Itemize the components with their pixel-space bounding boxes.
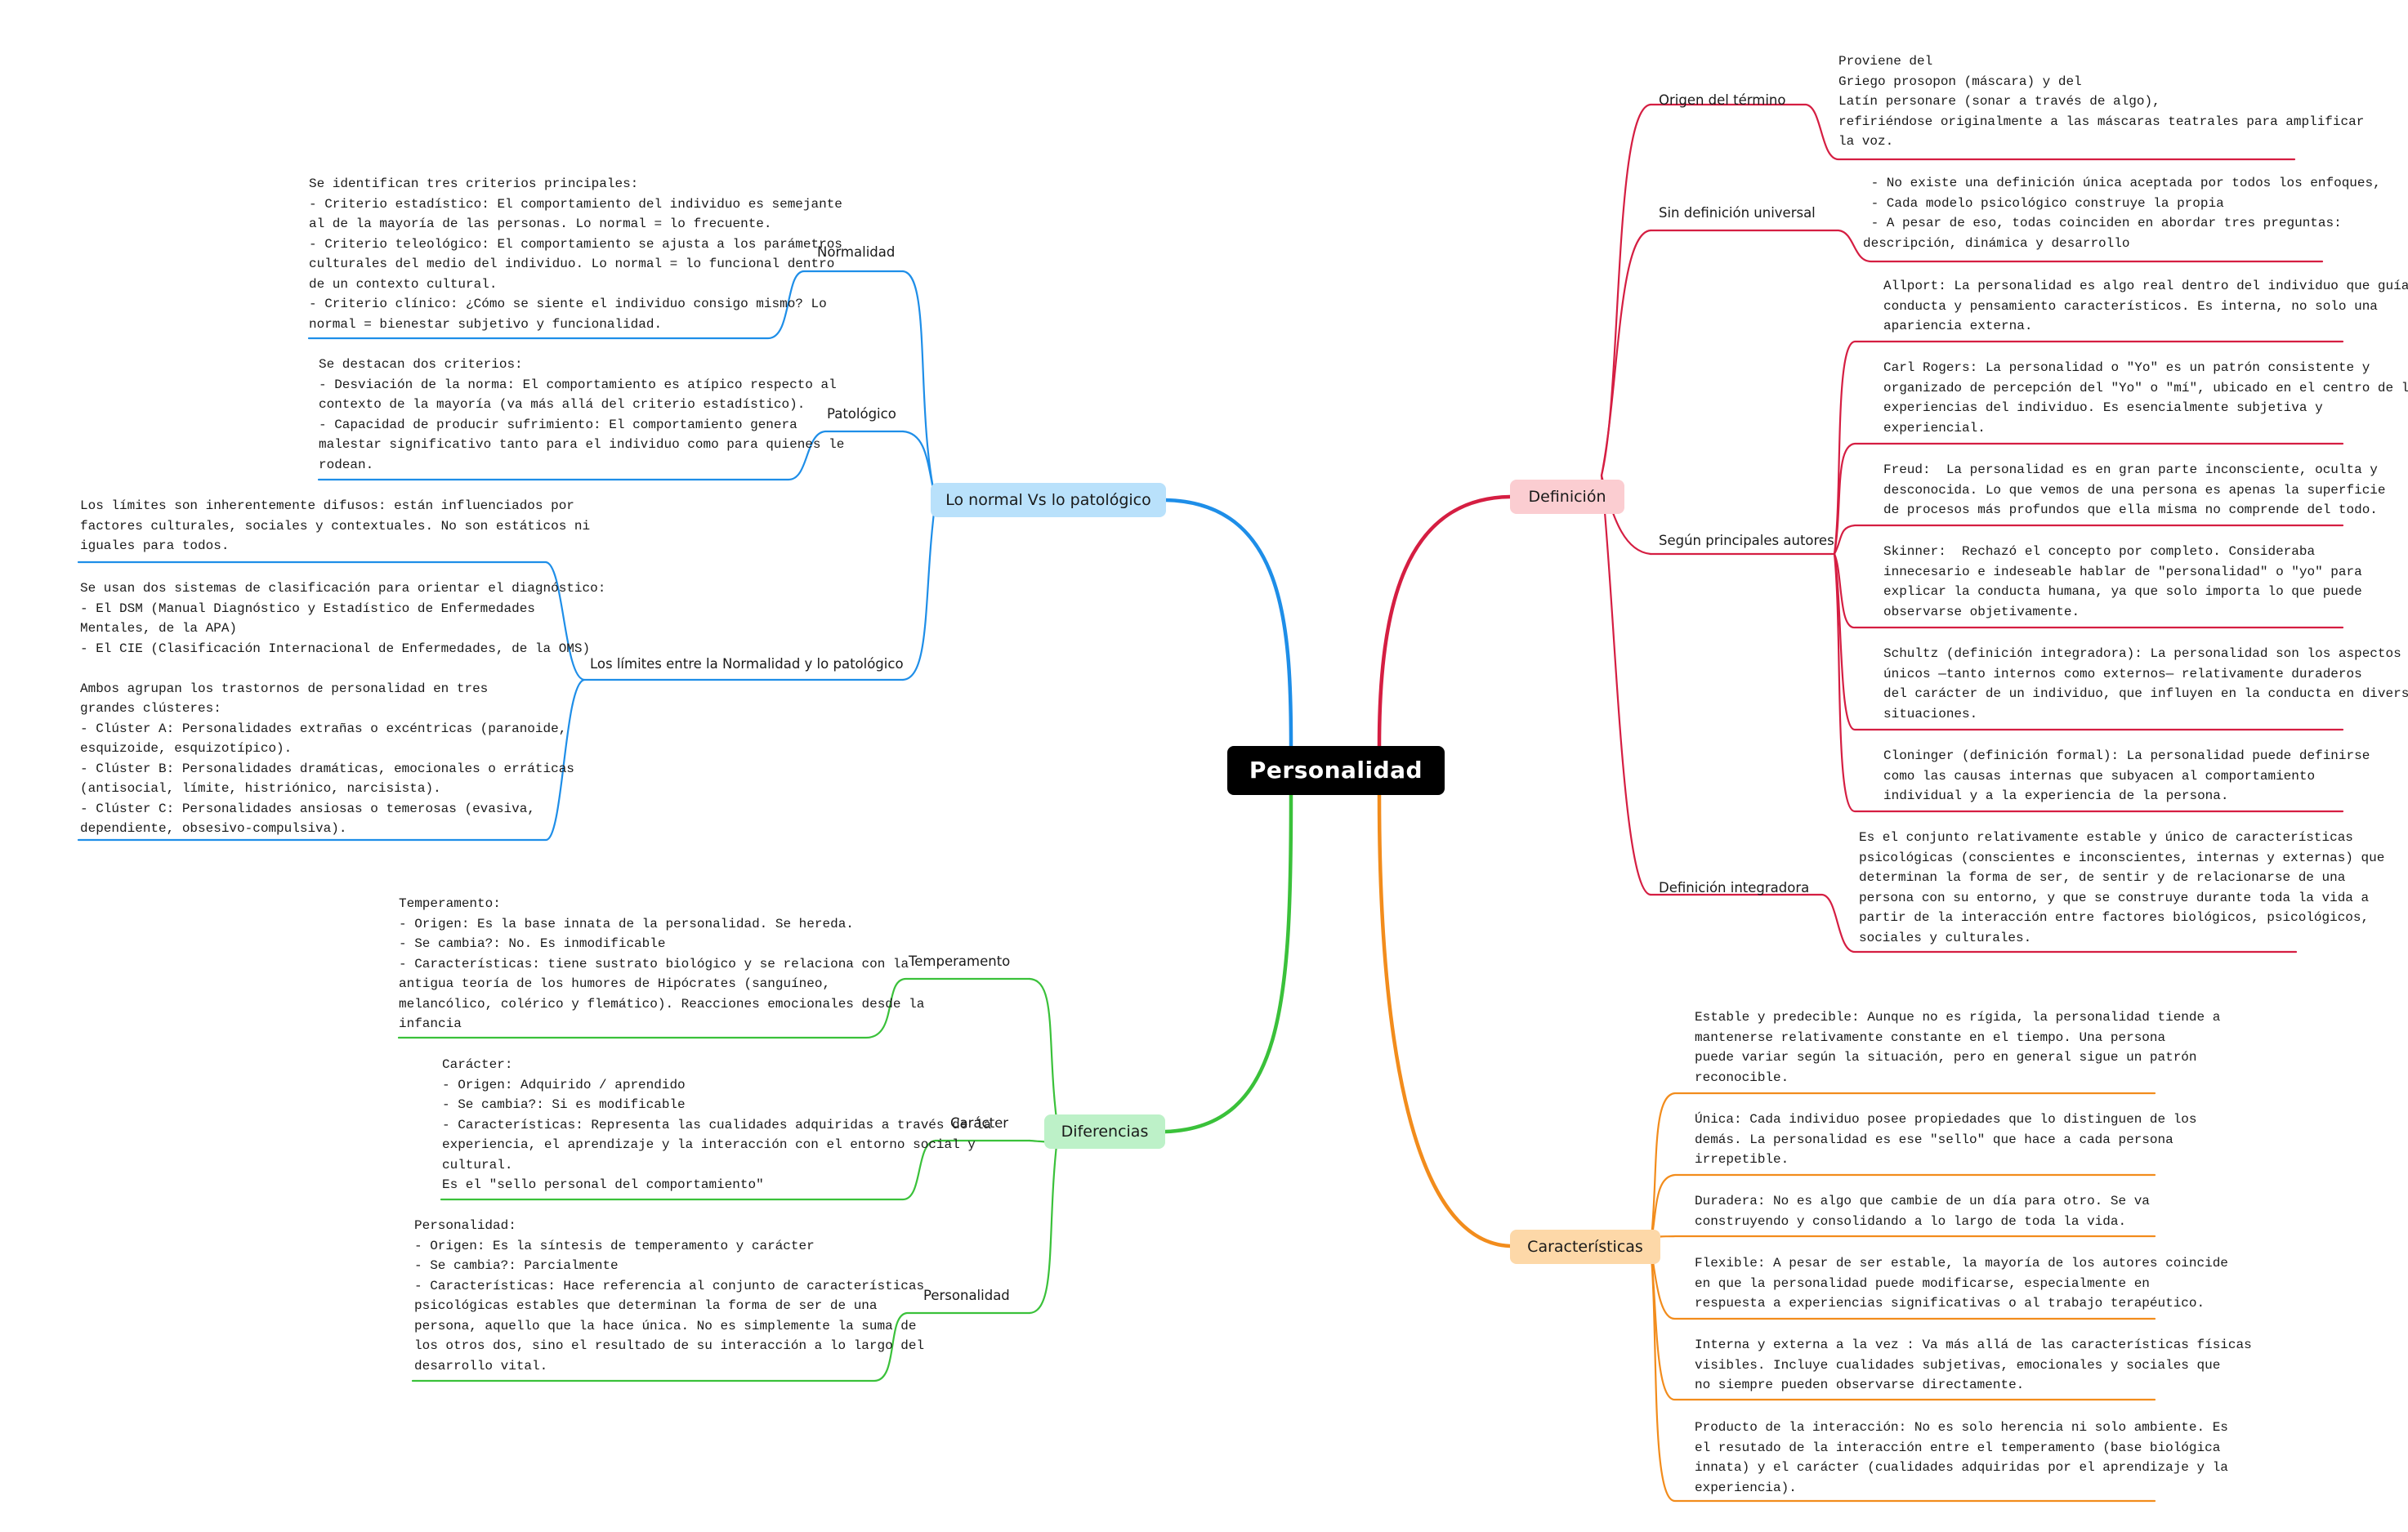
note-sistemas-clasificacion: Se usan dos sistemas de clasificación pa… xyxy=(80,581,606,836)
note-patologico: Se destacan dos criterios: - Desviación … xyxy=(319,357,845,472)
subtopic-caracter[interactable]: Carácter xyxy=(950,1115,1009,1131)
subtopic-definicion-integradora[interactable]: Definición integradora xyxy=(1659,880,1810,896)
note-caracter: Carácter: - Origen: Adquirido / aprendid… xyxy=(442,1057,992,1192)
definicion-branch-lines xyxy=(1377,103,2344,954)
note-sin-definicion: - No existe una definición única aceptad… xyxy=(1863,176,2381,251)
note-limites-difusos: Los límites son inherentemente difusos: … xyxy=(80,498,591,553)
note-allport: Allport: La personalidad es algo real de… xyxy=(1883,279,2408,333)
subtopic-personalidad[interactable]: Personalidad xyxy=(923,1288,1010,1303)
subtopic-normalidad[interactable]: Normalidad xyxy=(817,244,896,260)
note-origen: Proviene del Griego prosopon (máscara) y… xyxy=(1838,54,2365,149)
normal-branch-lines xyxy=(77,270,1293,842)
note-estable: Estable y predecible: Aunque no es rígid… xyxy=(1695,1010,2221,1085)
note-schultz: Schultz (definición integradora): La per… xyxy=(1883,646,2408,721)
note-freud: Freud: La personalidad es en gran parte … xyxy=(1883,462,2386,517)
note-producto-interaccion: Producto de la interacción: No es solo h… xyxy=(1695,1420,2228,1495)
note-interna-externa: Interna y externa a la vez : Va más allá… xyxy=(1695,1338,2252,1392)
topic-caracteristicas[interactable]: Características xyxy=(1510,1230,1660,1264)
subtopic-segun-autores[interactable]: Según principales autores xyxy=(1659,533,1834,548)
subtopic-sin-definicion-universal[interactable]: Sin definición universal xyxy=(1659,205,1816,221)
diferencias-branch-lines xyxy=(397,793,1293,1382)
note-duradera: Duradera: No es algo que cambie de un dí… xyxy=(1695,1194,2150,1229)
note-normalidad: Se identifican tres criterios principale… xyxy=(309,176,842,332)
note-cloninger: Cloninger (definición formal): La person… xyxy=(1883,748,2370,803)
subtopic-origen-del-termino[interactable]: Origen del término xyxy=(1659,92,1786,108)
note-unica: Única: Cada individuo posee propiedades … xyxy=(1695,1112,2197,1167)
note-flexible: Flexible: A pesar de ser estable, la may… xyxy=(1695,1256,2228,1311)
note-carl-rogers: Carl Rogers: La personalidad o "Yo" es u… xyxy=(1883,360,2408,435)
note-temperamento: Temperamento: - Origen: Es la base innat… xyxy=(399,896,925,1031)
note-skinner: Skinner: Rechazó el concepto por complet… xyxy=(1883,544,2362,619)
subtopic-limites[interactable]: Los límites entre la Normalidad y lo pat… xyxy=(590,656,904,672)
subtopic-temperamento[interactable]: Temperamento xyxy=(909,954,1011,969)
topic-lo-normal-vs-patologico[interactable]: Lo normal Vs lo patológico xyxy=(931,483,1166,517)
topic-definicion[interactable]: Definición xyxy=(1510,480,1624,514)
note-definicion-integradora: Es el conjunto relativamente estable y ú… xyxy=(1859,830,2385,945)
root-topic[interactable]: Personalidad xyxy=(1227,746,1445,795)
subtopic-patologico[interactable]: Patológico xyxy=(827,406,896,422)
note-personalidad: Personalidad: - Origen: Es la síntesis d… xyxy=(414,1218,925,1373)
topic-diferencias[interactable]: Diferencias xyxy=(1044,1114,1165,1149)
